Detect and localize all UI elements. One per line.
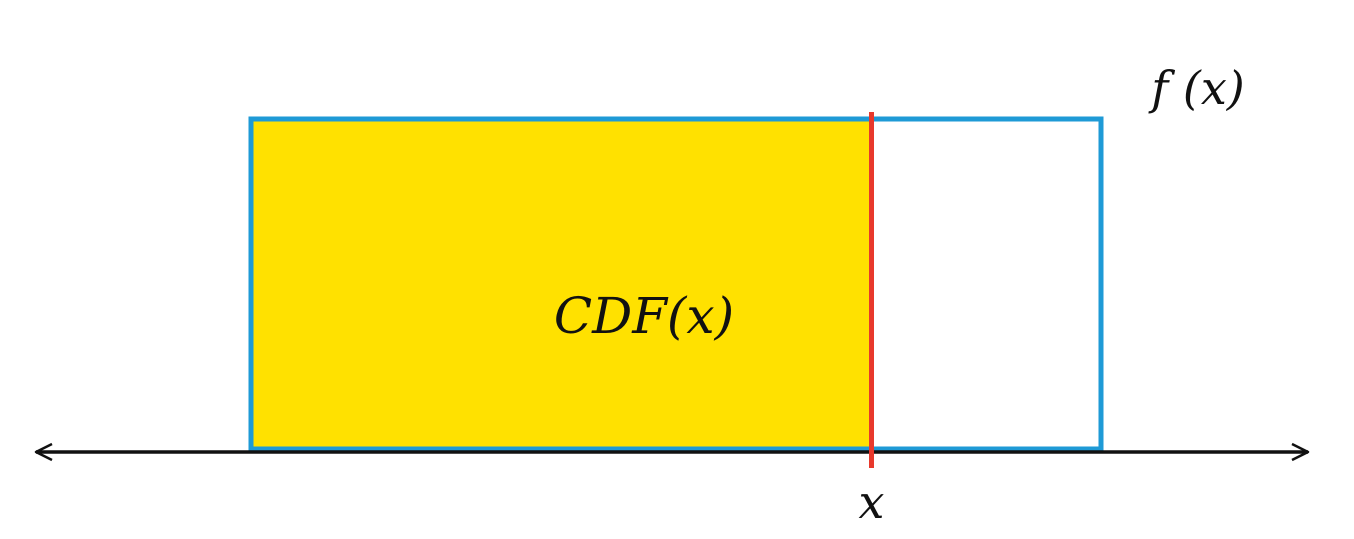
- x-point-label: x: [859, 475, 885, 529]
- cdf-area-label: CDF(x): [554, 287, 734, 345]
- function-label: f (x): [1148, 61, 1244, 115]
- cdf-shaded-area: [251, 119, 872, 449]
